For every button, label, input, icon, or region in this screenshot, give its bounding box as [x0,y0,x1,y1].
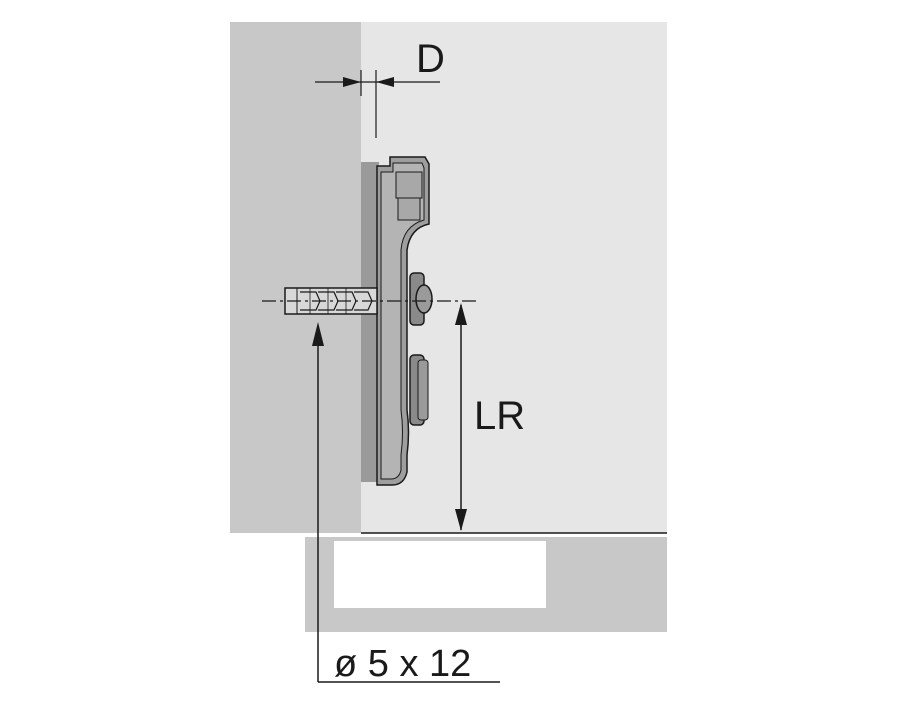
mounting-plate [361,156,433,486]
dowel-size-label: ø 5 x 12 [334,643,471,685]
dimension-d [315,70,440,138]
dimension-lr [455,303,467,531]
cabinet-side-panel [230,22,361,533]
dowel-leader [312,322,500,683]
dimension-d-label: D [416,37,445,81]
door-panel-window [334,541,546,608]
dimension-lr-label: LR [474,394,525,438]
